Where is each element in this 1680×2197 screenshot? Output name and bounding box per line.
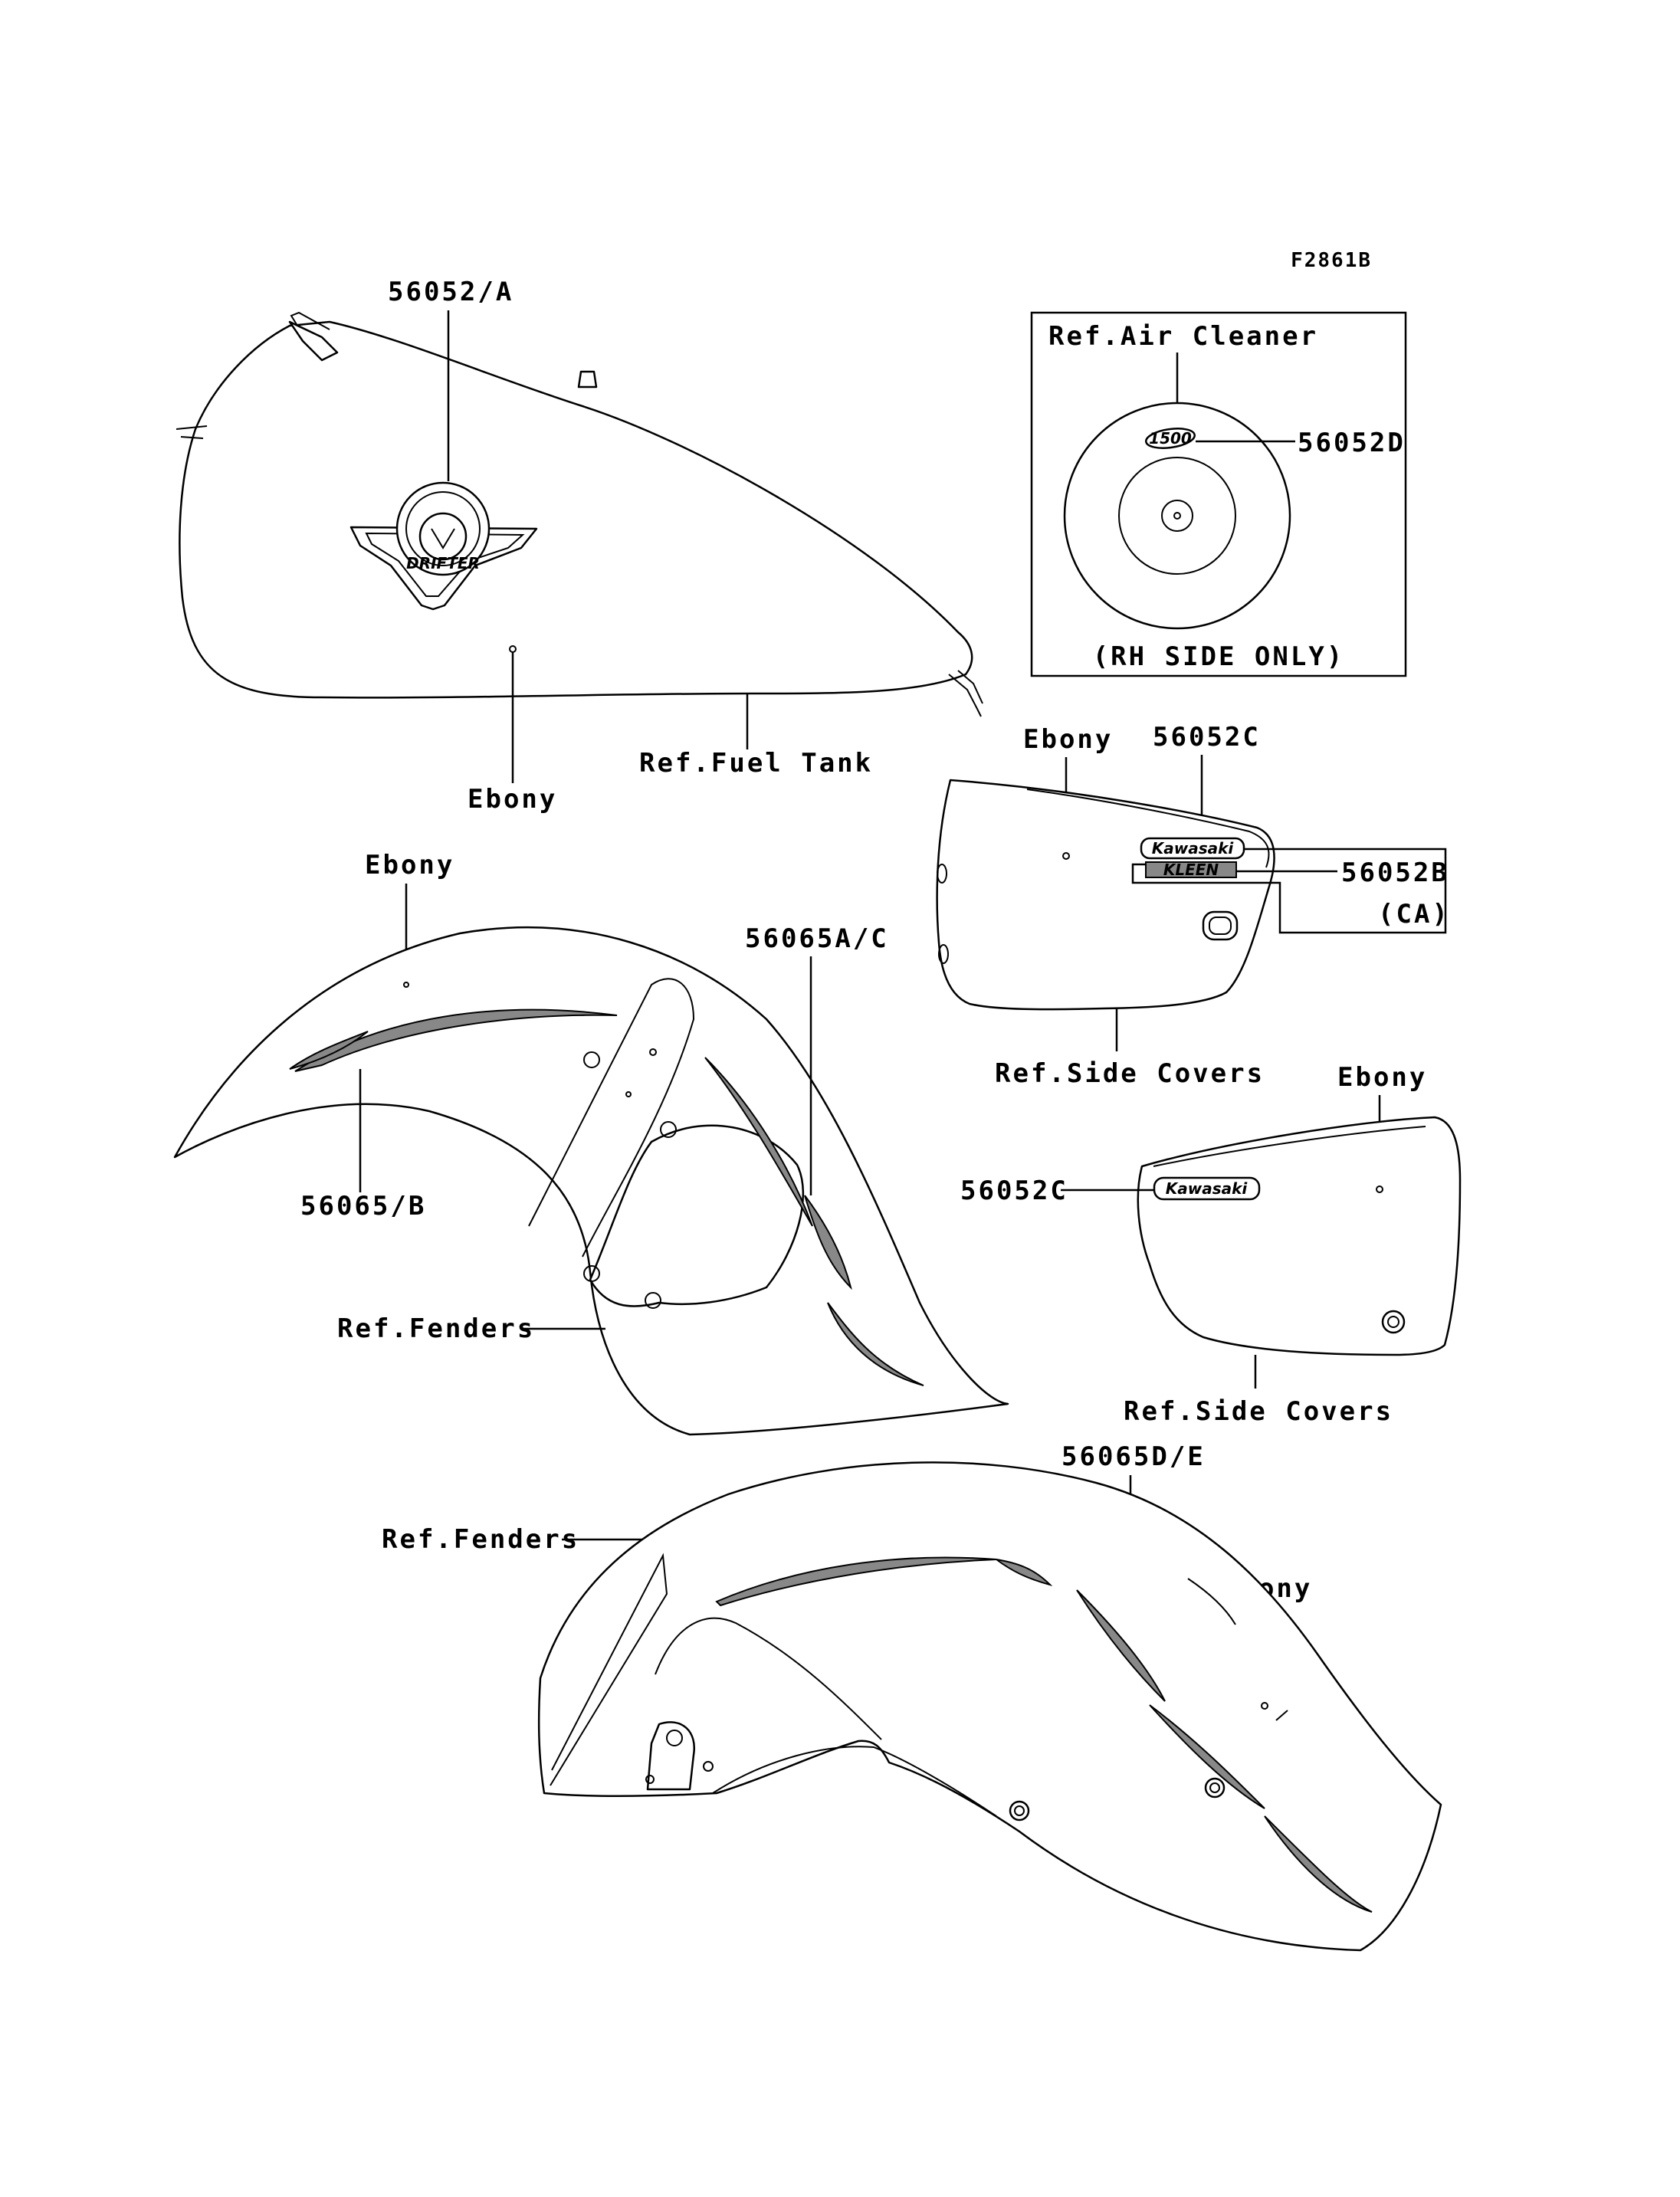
side-cover-rh-color: Ebony	[1023, 724, 1113, 755]
side-cover-lh-color: Ebony	[1337, 1062, 1427, 1093]
side-cover-rh-brand-text: Kawasaki	[1152, 839, 1235, 857]
side-cover-lh-drawing: Kawasaki	[1137, 1116, 1462, 1356]
side-cover-rh-ca-box	[1131, 848, 1447, 934]
air-cleaner-cover-drawing: 1500	[1063, 402, 1291, 630]
rear-fender-drawing	[537, 1461, 1442, 1952]
side-cover-lh-decal-part-number: 56052C	[960, 1176, 1068, 1206]
air-cleaner-note: (RH SIDE ONLY)	[1093, 641, 1345, 672]
air-cleaner-decal-part-number: 56052D	[1298, 428, 1406, 458]
fuel-tank-emblem-part-number: 56052/A	[388, 277, 514, 307]
side-cover-lh-ref: Ref.Side Covers	[1124, 1396, 1393, 1427]
displacement-badge-text: 1500	[1149, 429, 1192, 448]
fuel-tank-color: Ebony	[468, 784, 557, 815]
side-cover-rh-decal-part-number: 56052C	[1153, 722, 1261, 753]
figure-code: F2861B	[1291, 249, 1372, 272]
side-cover-rh-drawing: Kawasaki KLEEN	[936, 779, 1275, 1011]
front-fender-ref: Ref.Fenders	[337, 1313, 535, 1344]
rear-fender-ref: Ref.Fenders	[382, 1524, 579, 1555]
side-cover-rh-ca-note: (CA)	[1378, 899, 1450, 930]
front-fender-stripe-left-part-number: 56065/B	[300, 1191, 426, 1221]
front-fender-color: Ebony	[365, 850, 454, 880]
side-cover-lh-brand-text: Kawasaki	[1166, 1179, 1249, 1198]
rear-fender-stripe-part-number: 56065D/E	[1061, 1441, 1206, 1472]
side-cover-rh-decal-ca-part-number: 56052B	[1341, 857, 1449, 888]
air-cleaner-ref: Ref.Air Cleaner	[1048, 321, 1318, 352]
fuel-tank-ref: Ref.Fuel Tank	[639, 748, 873, 779]
emblem-model-text: DRIFTER	[406, 554, 480, 572]
front-fender-stripe-right-part-number: 56065A/C	[745, 923, 889, 954]
front-fender-drawing	[173, 926, 1009, 1436]
side-cover-rh-ref: Ref.Side Covers	[995, 1058, 1265, 1089]
fuel-tank-drawing: DRIFTER	[176, 311, 983, 717]
fuel-tank-emblem: DRIFTER	[349, 481, 538, 611]
air-cleaner-box	[1030, 311, 1407, 677]
ca-decal-text: KLEEN	[1163, 861, 1219, 879]
